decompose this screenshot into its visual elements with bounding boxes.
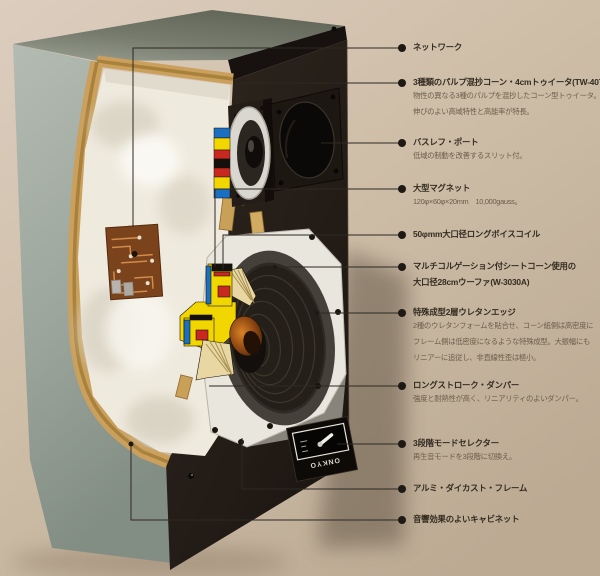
screw-highlight — [191, 474, 193, 476]
cabinet-side-panel — [13, 44, 172, 563]
tweeter-dome — [245, 136, 263, 168]
port-screws — [276, 94, 339, 186]
tweeter-magnet-section — [213, 127, 231, 199]
bass-reflex-port — [270, 87, 344, 192]
baffle-screw — [188, 473, 194, 479]
mode-selector-plate: ONKYO — [285, 416, 359, 482]
floor-shadow — [10, 546, 290, 576]
spider-lower — [195, 339, 235, 381]
baffle-top-bevel — [228, 26, 347, 80]
baffle-screw — [331, 26, 337, 32]
tweeter — [213, 98, 274, 207]
magnet-cross-section — [179, 263, 263, 381]
mode-switch-pivot[interactable] — [317, 441, 323, 447]
leader-bullets — [128, 44, 406, 524]
leader-lines — [130, 47, 402, 521]
plywood-cut-edge — [67, 55, 234, 469]
crossover-network-pcb — [105, 223, 164, 301]
baffle-edge-highlight — [346, 39, 350, 463]
switch-markings — [300, 440, 309, 453]
